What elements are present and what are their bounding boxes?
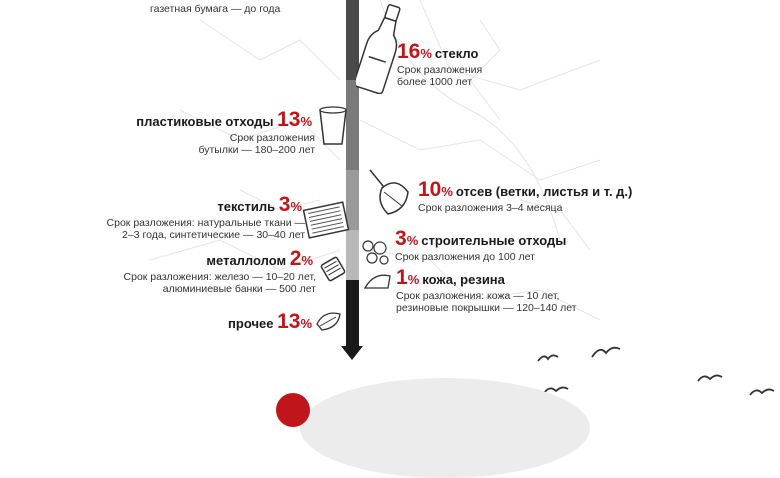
construction-value: 3 — [395, 227, 407, 250]
plastic-block: пластиковые отходы 13% Срок разложения б… — [120, 108, 315, 156]
other-value: 13 — [277, 310, 301, 333]
scale-segment-other — [346, 280, 359, 350]
birds-icon — [537, 346, 775, 396]
metal-label: металлолом — [206, 253, 287, 268]
scale-segment-mid-light — [346, 170, 359, 230]
leather-label: кожа, резина — [422, 272, 505, 287]
textile-percent-sign: % — [290, 199, 302, 214]
glass-value: 16 — [397, 40, 421, 63]
construction-label: строительные отходы — [421, 233, 567, 248]
scale-segment-mid — [346, 80, 359, 170]
glass-percent-sign: % — [420, 46, 432, 61]
glass-bottle-icon — [356, 4, 401, 94]
textile-block: текстиль 3% Срок разложения: натуральные… — [40, 193, 305, 241]
screenings-block: 10%отсев (ветки, листья и т. д.) Срок ра… — [418, 178, 632, 214]
scale-segment-dark — [346, 0, 359, 80]
newspaper-note: газетная бумага — до года — [150, 3, 281, 15]
plastic-percent-sign: % — [300, 114, 312, 129]
bottom-circle-decoration — [300, 378, 590, 478]
screenings-detail-1: Срок разложения 3–4 месяца — [418, 202, 563, 214]
metal-block: металлолом 2% Срок разложения: железо — … — [120, 247, 316, 295]
construction-percent-sign: % — [406, 233, 419, 248]
screenings-value: 10 — [418, 178, 442, 201]
plastic-value: 13 — [277, 108, 301, 131]
red-badge-decoration — [276, 393, 310, 427]
screenings-percent-sign: % — [441, 184, 453, 199]
leather-percent-sign: % — [407, 272, 420, 287]
rubber-icon — [363, 274, 391, 289]
textile-detail-2: 2–3 года, синтетические — 30–40 лет — [122, 229, 305, 241]
glass-label: стекло — [434, 46, 479, 61]
leather-block: 1%кожа, резина Срок разложения: кожа — 1… — [396, 266, 577, 314]
metal-percent-sign: % — [301, 253, 313, 268]
leather-value: 1 — [396, 266, 408, 289]
textile-label: текстиль — [217, 199, 276, 214]
other-percent-sign: % — [300, 316, 312, 331]
plastic-label: пластиковые отходы — [136, 114, 274, 129]
glass-detail-2: более 1000 лет — [397, 76, 473, 88]
construction-detail-1: Срок разложения до 100 лет — [395, 251, 535, 263]
construction-debris-icon — [362, 240, 389, 265]
construction-block: 3%строительные отходы Срок разложения до… — [395, 227, 566, 263]
metal-can-icon — [320, 256, 346, 282]
scale-segment-light — [346, 230, 359, 280]
metal-detail-2: алюминиевые банки — 500 лет — [162, 283, 316, 295]
other-block: прочее 13% — [200, 310, 315, 334]
metal-detail-1: Срок разложения: железо — 10–20 лет, — [123, 271, 316, 283]
other-label: прочее — [228, 316, 274, 331]
textile-detail-1: Срок разложения: натуральные ткани — — [106, 217, 305, 229]
glass-block: 16%стекло Срок разложения более 1000 лет — [397, 40, 482, 88]
screenings-label: отсев (ветки, листья и т. д.) — [455, 184, 633, 199]
glass-detail-1: Срок разложения — [397, 64, 483, 76]
plastic-cup-icon — [319, 106, 347, 145]
fabric-icon — [302, 201, 350, 239]
other-waste-icon — [316, 312, 341, 331]
plastic-detail-2: бутылки — 180–200 лет — [198, 144, 315, 156]
leaf-branch-icon — [369, 169, 409, 215]
metal-value: 2 — [289, 247, 302, 270]
plastic-detail-1: Срок разложения — [229, 132, 315, 144]
map-background — [149, 0, 601, 321]
scale-arrow-icon — [341, 346, 363, 360]
leather-detail-2: резиновые покрышки — 120–140 лет — [396, 302, 577, 314]
leather-detail-1: Срок разложения: кожа — 10 лет, — [396, 290, 560, 302]
textile-value: 3 — [278, 193, 291, 216]
percentage-scale — [346, 0, 359, 350]
